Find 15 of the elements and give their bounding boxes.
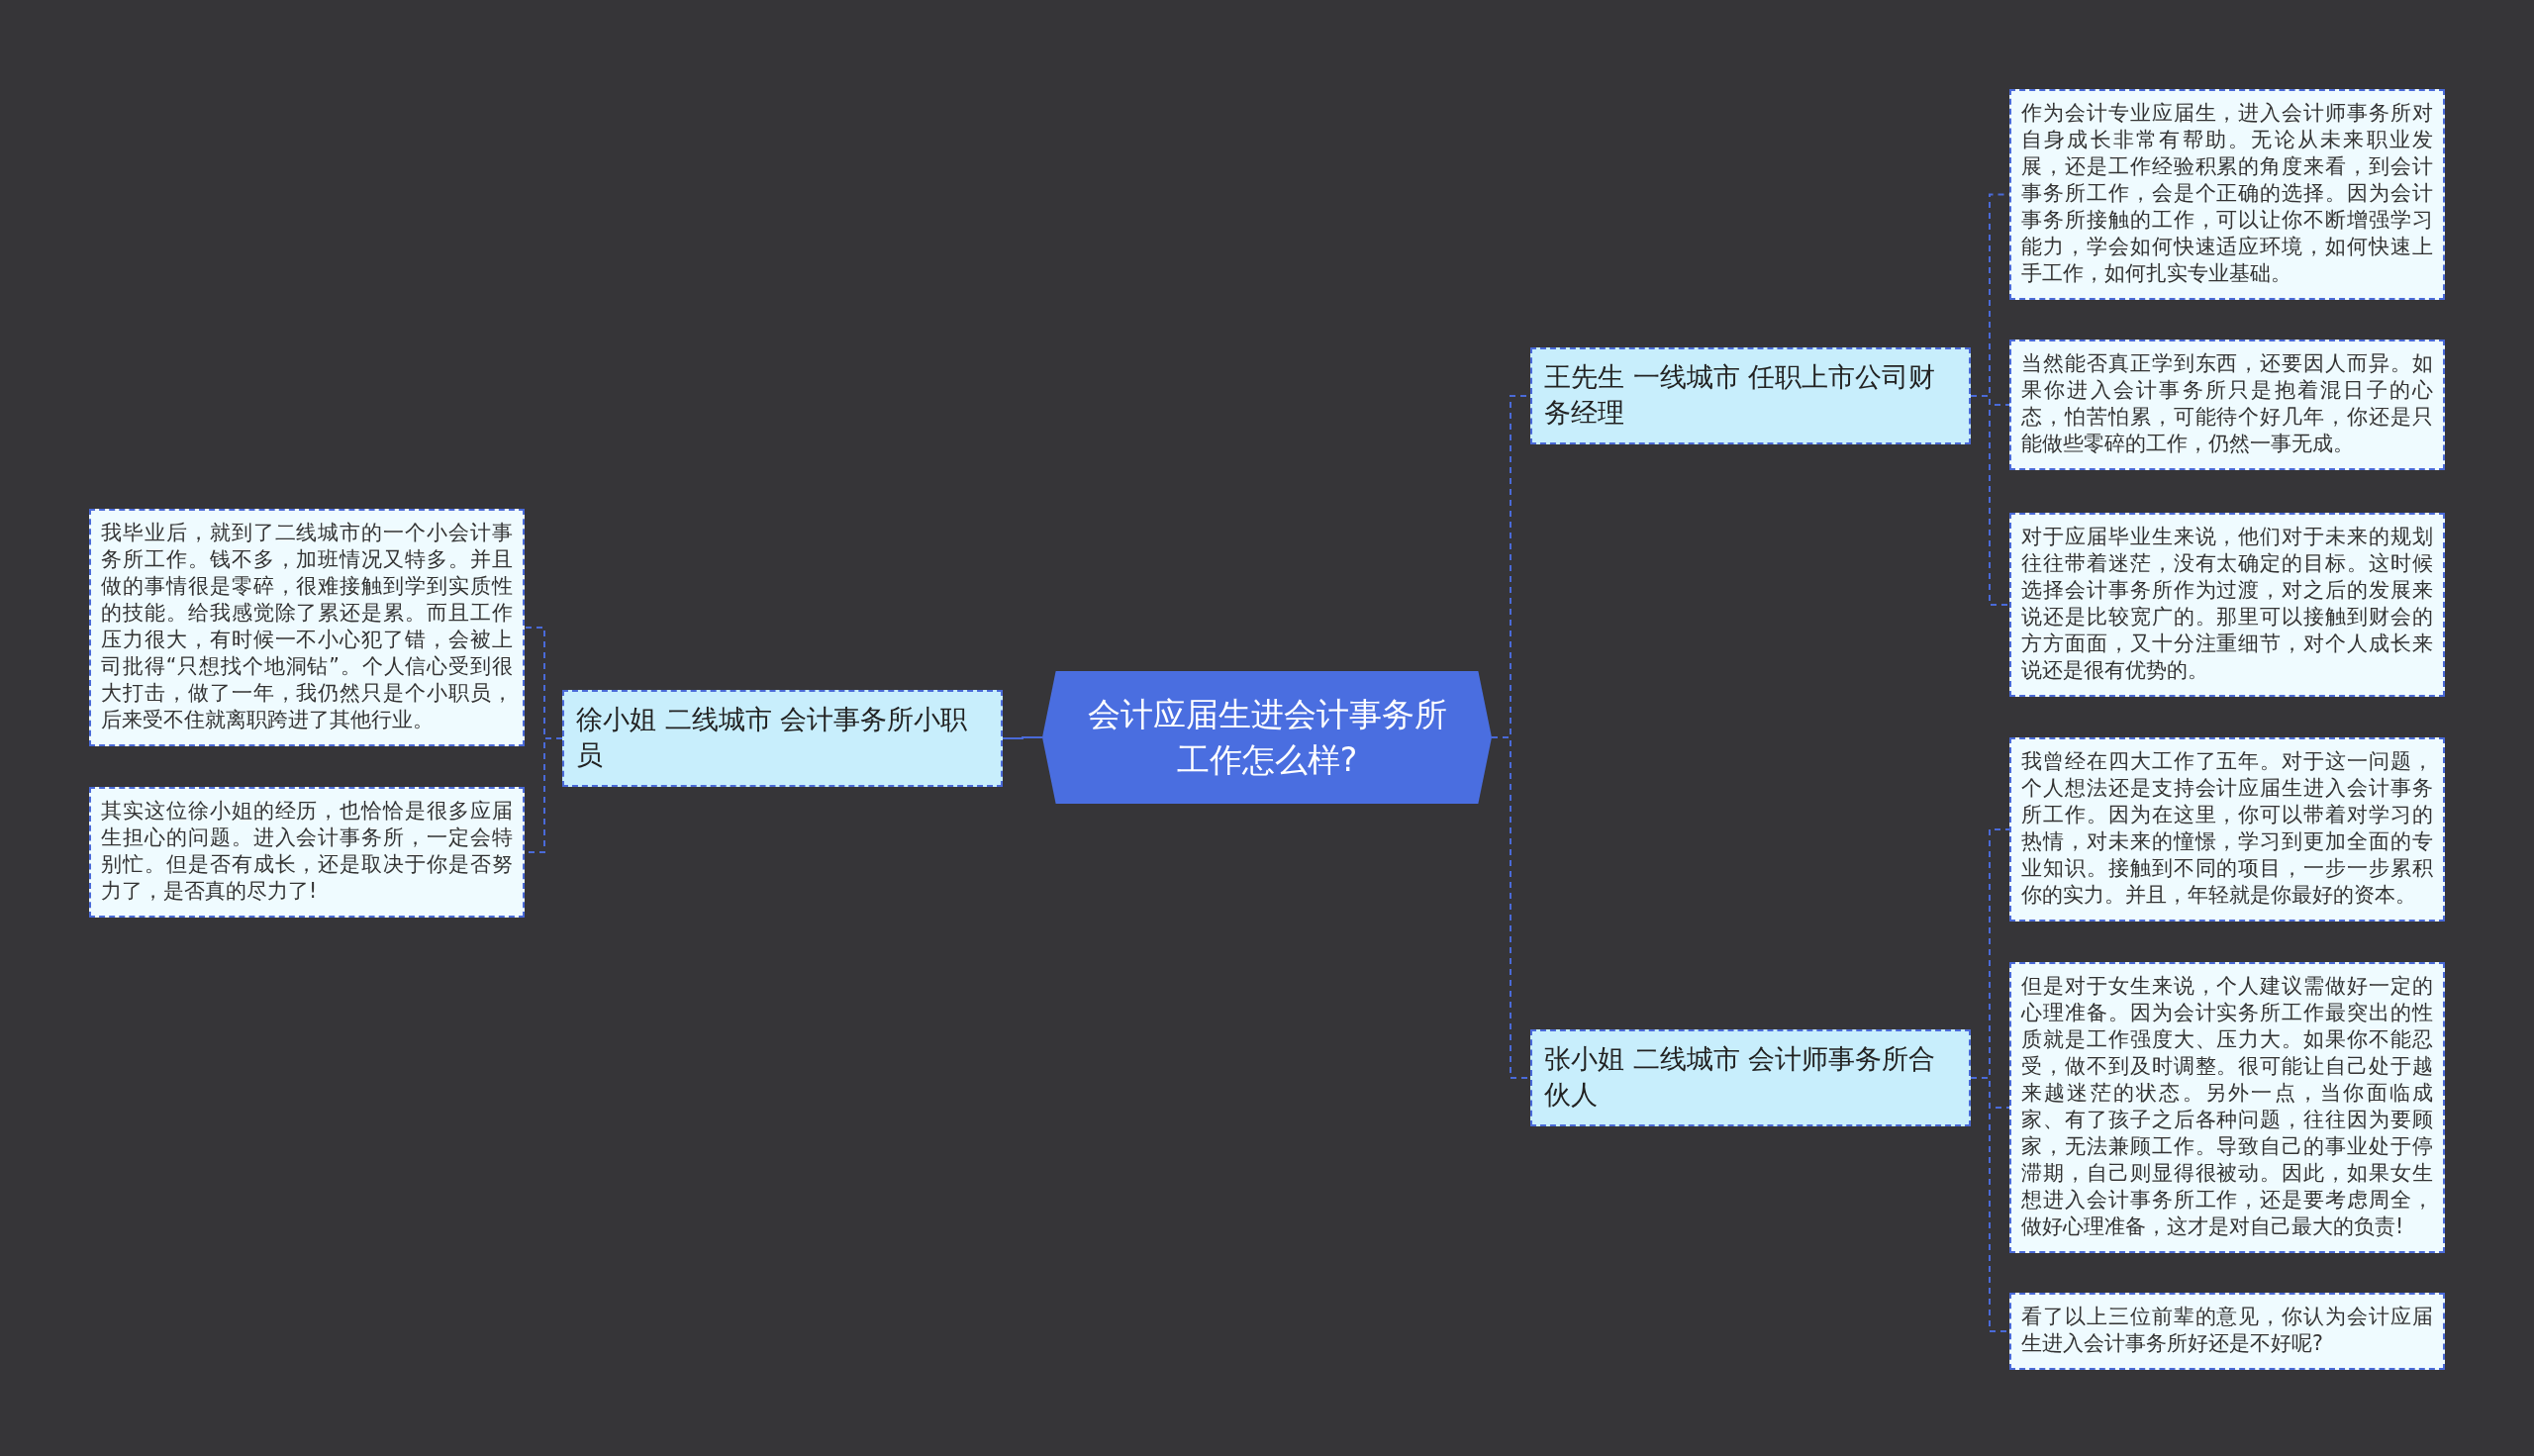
topic-hexagon: [1042, 671, 1492, 804]
note-box: 但是对于女生来说，个人建议需做好一定的心理准备。因为会计实务所工作最突出的性质就是工作强度大、压力大。如果你不能忍受，做不到及时调整。很可能让自己处于越来越迷茫的状态。另外一点，当你面临成家、有了孩子之后各种问题，往往因为要顾家，无法兼顾工作。导致自己的事业处于停滞期，自己则显得很被动。因此，如果女生想进入会计事务所工作，还是要考虑周全，做好心理准备，这才是对自己最大的负责!: [2009, 962, 2445, 1253]
connector-line: [1970, 395, 2010, 606]
branch-box: 张小姐 二线城市 会计师事务所合伙人: [1530, 1029, 1971, 1126]
branch-box: 徐小姐 二线城市 会计事务所小职员: [562, 690, 1003, 787]
note-box: 我曾经在四大工作了五年。对于这一问题，个人想法还是支持会计应届生进入会计事务所工作。因为在这里，你可以带着对学习的热情，对未来的憧憬，学习到更加全面的专业知识。接触到不同的项目，一步一步累积你的实力。并且，年轻就是你最好的资本。: [2009, 737, 2445, 922]
note-box: 其实这位徐小姐的经历，也恰恰是很多应届生担心的问题。进入会计事务所，一定会特别忙。但是否有成长，还是取决于你是否努力了，是否真的尽力了!: [89, 787, 525, 918]
note-box: 我毕业后，就到了二线城市的一个小会计事务所工作。钱不多，加班情况又特多。并且做的事情很是零碎，很难接触到学到实质性的技能。给我感觉除了累还是累。而且工作压力很大，有时候一不小心犯了错，会被上司批得“只想找个地洞钻”。个人信心受到很大打击，做了一年，我仍然只是个小职员，后来受不住就离职跨进了其他行业。: [89, 509, 525, 746]
note-box: 作为会计专业应届生，进入会计师事务所对自身成长非常有帮助。无论从未来职业发展，还是工作经验积累的角度来看，到会计事务所工作，会是个正确的选择。因为会计事务所接触的工作，可以让你不断增强学习能力，学会如何快速适应环境，如何快速上手工作，如何扎实专业基础。: [2009, 89, 2445, 300]
note-box: 对于应届毕业生来说，他们对于未来的规划往往带着迷茫，没有太确定的目标。这时候选择会计事务所作为过渡，对之后的发展来说还是比较宽广的。那里可以接触到财会的方方面面，又十分注重细节，对个人成长来说还是很有优势的。: [2009, 513, 2445, 697]
branch-box: 王先生 一线城市 任职上市公司财务经理: [1530, 347, 1971, 444]
note-box: 看了以上三位前辈的意见，你认为会计应届生进入会计事务所好还是不好呢?: [2009, 1293, 2445, 1370]
connector-line: [1002, 736, 1043, 739]
note-box: 当然能否真正学到东西，还要因人而异。如果你进入会计事务所只是抱着混日子的心态，怕苦怕累，可能待个好几年，你还是只能做些零碎的工作，仍然一事无成。: [2009, 340, 2445, 470]
topic-text: 会计应届生进会计事务所工作怎么样?: [1086, 694, 1448, 781]
